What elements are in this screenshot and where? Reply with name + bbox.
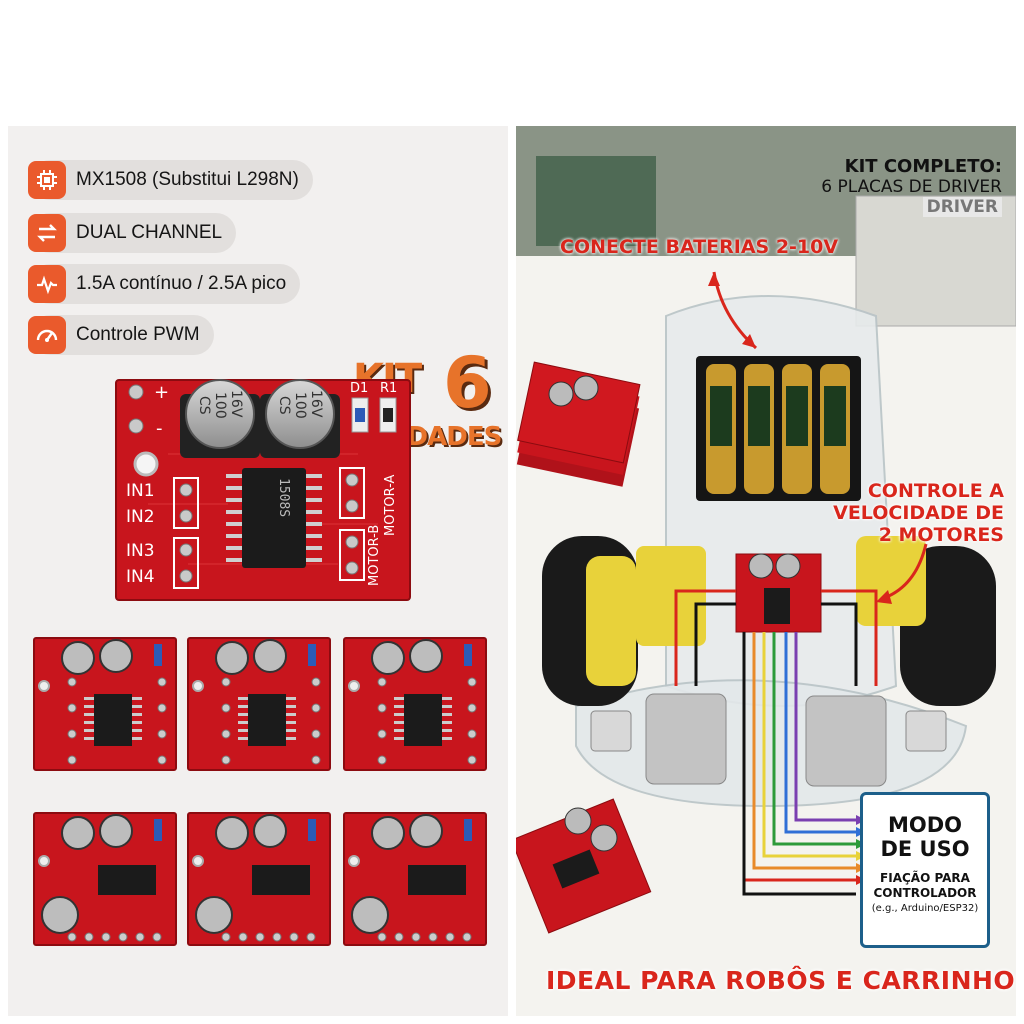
fiacao-line-2: CONTROLADOR — [873, 886, 977, 900]
chip-icon — [28, 161, 66, 199]
motor-b-label: MOTOR-B — [367, 525, 382, 586]
motor-pins — [339, 467, 365, 581]
cap-text-1: CS — [196, 396, 212, 415]
stacked-boards — [516, 361, 641, 487]
controle-line-2: VELOCIDADE DE — [833, 502, 1004, 524]
controle-callout: CONTROLE A VELOCIDADE DE 2 MOTORES — [833, 480, 1004, 546]
robot-car-photo-panel: KIT COMPLETO: 6 PLACAS DE DRIVER DRIVER … — [516, 126, 1016, 1016]
minus-label: - — [156, 418, 163, 439]
plus-label: + — [154, 382, 169, 403]
gauge-icon — [28, 316, 66, 354]
kit-completo-box: KIT COMPLETO: 6 PLACAS DE DRIVER DRIVER — [821, 156, 1002, 217]
feature-label: 1.5A contínuo / 2.5A pico — [76, 273, 287, 294]
modo-line-1: MODO — [887, 813, 963, 837]
feature-label: Controle PWM — [76, 324, 200, 345]
small-driver-board — [33, 812, 177, 946]
small-driver-board — [343, 637, 487, 771]
small-driver-board — [33, 637, 177, 771]
cap-text-3: 16V — [228, 390, 244, 418]
wire — [752, 632, 856, 870]
d1-label: D1 — [350, 381, 368, 396]
product-left-panel: MX1508 (Substitui L298N) DUAL CHANNEL 1.… — [8, 126, 508, 1016]
kit-count: 6 — [443, 342, 492, 424]
kit-completo-title: KIT COMPLETO: — [844, 156, 1002, 177]
swap-arrows-icon — [28, 214, 66, 252]
mx1508-chip: 1508S — [226, 468, 322, 568]
feature-current: 1.5A contínuo / 2.5A pico — [28, 264, 301, 304]
driver-text: DRIVER — [922, 197, 1002, 217]
pin-in1: IN1 — [126, 481, 155, 501]
feature-label: DUAL CHANNEL — [76, 222, 223, 243]
robot-car-illustration — [516, 126, 1016, 934]
feature-dual-channel: DUAL CHANNEL — [28, 213, 237, 253]
modo-de-uso-box: MODO DE USO FIAÇÃO PARA CONTROLADOR (e.g… — [860, 792, 990, 948]
cap-text-3: 16V — [308, 390, 324, 418]
right-wheel — [856, 536, 996, 706]
fiacao-line-1: FIAÇÃO PARA — [880, 871, 970, 885]
controle-line-1: CONTROLE A — [867, 480, 1004, 502]
wire — [772, 632, 856, 846]
controle-line-3: 2 MOTORES — [878, 524, 1004, 546]
cap-text-1: CS — [276, 396, 292, 415]
capacitor-left: CS 100 16V — [180, 379, 260, 458]
small-driver-board — [187, 812, 331, 946]
pulse-wave-icon — [28, 265, 66, 303]
pin-in3: IN3 — [126, 541, 155, 561]
wire — [784, 632, 856, 834]
baterias-callout: CONECTE BATERIAS 2-10V — [560, 236, 839, 258]
main-driver-board: + - CS 100 16V CS 100 16V D1 R1 — [115, 379, 411, 601]
feature-pwm: Controle PWM — [28, 315, 214, 355]
left-wheel — [542, 536, 638, 706]
feature-label: MX1508 (Substitui L298N) — [76, 169, 299, 190]
feature-chip: MX1508 (Substitui L298N) — [28, 160, 313, 200]
exemplo-text: (e.g., Arduino/ESP32) — [871, 903, 979, 914]
cap-text-2: 100 — [212, 392, 228, 419]
motor-a-label: MOTOR-A — [383, 474, 398, 536]
cap-text-2: 100 — [292, 392, 308, 419]
small-driver-board — [343, 812, 487, 946]
wire — [762, 632, 856, 858]
input-pins — [173, 477, 199, 589]
loose-board — [516, 798, 652, 934]
pin-in4: IN4 — [126, 567, 155, 587]
wire-ground — [742, 632, 856, 896]
small-driver-board — [187, 637, 331, 771]
aa-batteries — [706, 364, 850, 494]
capacitor-right: CS 100 16V — [260, 379, 340, 458]
ideal-banner: IDEAL PARA ROBÔS E CARRINHOS — [546, 966, 1016, 995]
placas-text: 6 PLACAS DE DRIVER — [821, 177, 1002, 197]
r1-label: R1 — [380, 381, 397, 396]
wire — [794, 632, 856, 822]
pin-in2: IN2 — [126, 507, 155, 527]
modo-line-2: DE USO — [880, 837, 970, 861]
chip-label: 1508S — [276, 478, 291, 517]
